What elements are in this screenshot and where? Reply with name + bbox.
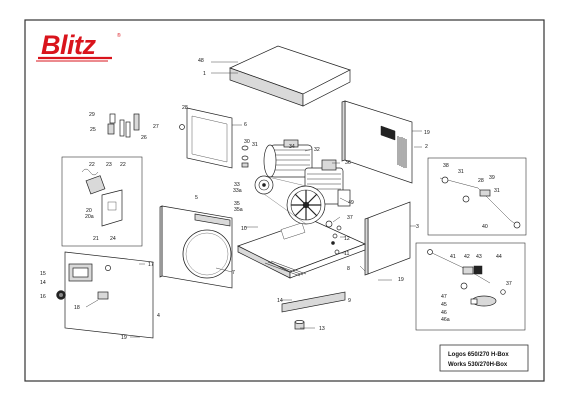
callout-49: 49 — [348, 200, 354, 206]
callout-16: 16 — [40, 294, 46, 300]
callout-39: 39 — [489, 175, 495, 181]
callout-31-detail-a: 31 — [458, 169, 464, 175]
callout-46a: 46a — [441, 317, 450, 323]
callout-1: 1 — [203, 71, 206, 77]
callout-5: 5 — [195, 195, 198, 201]
callout-19-bottom: 19 — [121, 335, 127, 341]
callout-47: 47 — [441, 294, 447, 300]
callout-43: 43 — [476, 254, 482, 260]
relay-group — [107, 113, 140, 138]
callout-4: 4 — [157, 313, 160, 319]
callout-48: 48 — [198, 58, 204, 64]
logo-trademark: ® — [117, 32, 121, 39]
electrical-detail-box — [61, 156, 143, 247]
callout-20: 20 — [86, 208, 92, 214]
base-plate — [237, 219, 366, 279]
callout-3: 3 — [416, 224, 419, 230]
callout-31: 31 — [252, 142, 258, 148]
title-line-1: Logos 650/270 H-Box — [448, 352, 509, 358]
callout-17: 17 — [148, 262, 154, 268]
callout-21: 21 — [93, 236, 99, 242]
callout-12: 12 — [344, 236, 350, 242]
callout-29: 29 — [89, 112, 95, 118]
callout-42: 42 — [464, 254, 470, 260]
rubber-foot — [294, 320, 305, 330]
callout-leaders — [85, 61, 422, 338]
callout-35: 35 — [234, 201, 240, 207]
flywheel — [286, 185, 326, 225]
foot-rail — [281, 291, 346, 313]
callout-13: 13 — [319, 326, 325, 332]
callout-19-mid: 19 — [398, 277, 404, 283]
callout-22-left: 22 — [89, 162, 95, 168]
callout-6: 6 — [244, 122, 247, 128]
fasteners — [130, 124, 342, 265]
callout-14-panel: 14 — [40, 280, 46, 286]
callout-15: 15 — [40, 271, 46, 277]
callout-28: 28 — [182, 105, 188, 111]
callout-37-detail: 37 — [506, 281, 512, 287]
control-panel — [64, 251, 154, 339]
callout-33a: 33a — [233, 188, 242, 194]
callout-44: 44 — [496, 254, 502, 260]
callout-40: 40 — [482, 224, 488, 230]
logo-text: Blitz — [41, 30, 96, 60]
callout-31-detail-b: 31 — [494, 188, 500, 194]
callout-28-detail: 28 — [478, 178, 484, 184]
callout-labels: 48 1 2 3 4 5 6 7 8 9 10 11 12 13 14 14 1… — [40, 58, 512, 341]
callout-8: 8 — [347, 266, 350, 272]
pneumatic-detail-upper — [427, 157, 527, 236]
callout-22-right: 22 — [120, 162, 126, 168]
callout-19-top: 19 — [424, 130, 430, 136]
callout-14-rail: 14 — [277, 298, 283, 304]
callout-32: 32 — [314, 147, 320, 153]
callout-34: 34 — [289, 144, 295, 150]
callout-38: 38 — [443, 163, 449, 169]
callout-41: 41 — [450, 254, 456, 260]
callout-2: 2 — [425, 144, 428, 150]
blitz-logo: Blitz ® — [36, 30, 121, 62]
callout-10: 10 — [241, 226, 247, 232]
pneumatic-detail-lower — [415, 242, 526, 331]
callout-35a: 35a — [234, 207, 243, 213]
right-side-panel — [364, 201, 411, 276]
callout-26: 26 — [141, 135, 147, 141]
callout-30: 30 — [244, 139, 250, 145]
title-block: Logos 650/270 H-Box Works 530/270H-Box — [439, 344, 529, 372]
front-panel — [159, 205, 233, 289]
rear-frame-panel — [186, 107, 233, 169]
callout-45: 45 — [441, 302, 447, 308]
electric-motor — [263, 139, 313, 178]
callout-37: 37 — [347, 215, 353, 221]
drive-belt — [263, 175, 307, 225]
callout-11: 11 — [344, 251, 349, 257]
motor-pulley — [254, 175, 274, 195]
callout-7: 7 — [232, 270, 235, 276]
callout-33: 33 — [234, 182, 240, 188]
right-back-panel — [341, 100, 413, 184]
callout-46: 46 — [441, 310, 447, 316]
top-cover — [229, 45, 351, 107]
callout-18: 18 — [74, 305, 80, 311]
callout-9: 9 — [348, 298, 351, 304]
callout-25: 25 — [90, 127, 96, 133]
callout-36: 36 — [345, 160, 351, 166]
callout-20a: 20a — [85, 214, 94, 220]
callout-23: 23 — [106, 162, 112, 168]
callout-24: 24 — [110, 236, 116, 242]
brace-bar — [194, 213, 231, 227]
title-line-2: Works 530/270H-Box — [448, 362, 508, 368]
callout-27: 27 — [153, 124, 159, 130]
